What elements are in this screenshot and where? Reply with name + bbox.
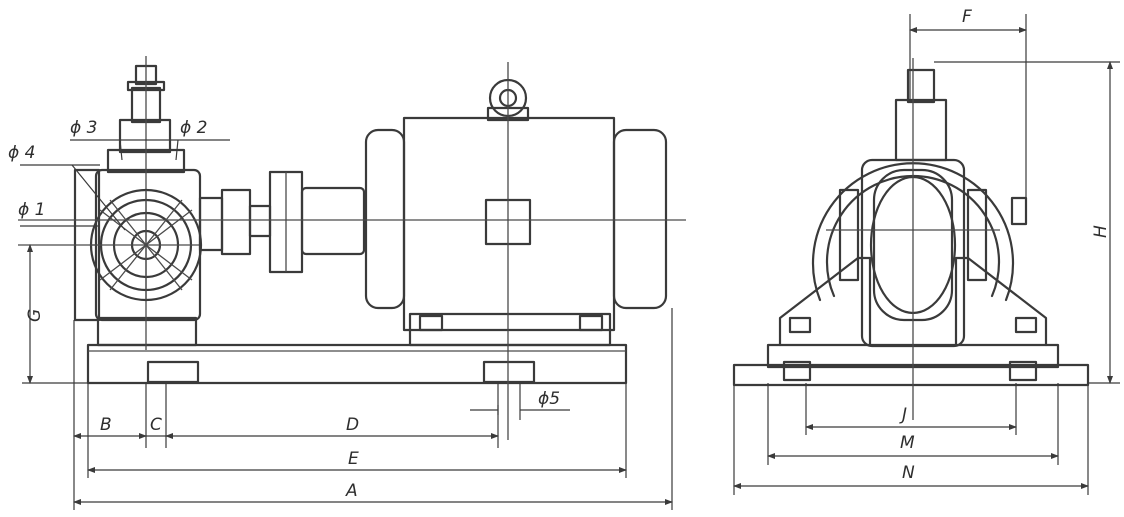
end-base — [732, 343, 1090, 387]
phi5-label: ϕ5 — [538, 389, 560, 409]
G-label: G — [25, 309, 45, 322]
dims-JMN — [733, 383, 1089, 495]
end-pump-body — [826, 58, 1028, 420]
E-label: E — [348, 449, 359, 469]
phi2-label: ϕ 2 — [180, 118, 207, 138]
B-label: B — [100, 415, 112, 435]
dim-F — [909, 14, 1027, 200]
motor — [364, 62, 668, 440]
A-label: A — [345, 481, 358, 501]
N-label: N — [902, 463, 915, 483]
phi1-label: ϕ 1 — [18, 200, 45, 220]
side-view: ϕ 4 ϕ 1 ϕ 3 ϕ 2 G B C D — [8, 56, 686, 510]
base-plate — [86, 343, 628, 385]
dim-H — [934, 61, 1120, 384]
dim-G — [22, 244, 88, 384]
H-label: H — [1091, 225, 1111, 238]
extension-lines — [73, 308, 673, 510]
pump-body — [73, 56, 203, 350]
end-view: F H J M N — [732, 7, 1120, 495]
pipe-diameter-leaders — [20, 139, 230, 231]
phi3-label: ϕ 3 — [70, 118, 97, 138]
coupling — [198, 170, 366, 274]
J-label: J — [899, 405, 907, 425]
F-label: F — [962, 7, 972, 27]
D-label: D — [346, 415, 359, 435]
M-label: M — [900, 433, 915, 453]
dim-phi5 — [470, 383, 570, 420]
phi4-label: ϕ 4 — [8, 143, 35, 163]
C-label: C — [150, 415, 162, 435]
